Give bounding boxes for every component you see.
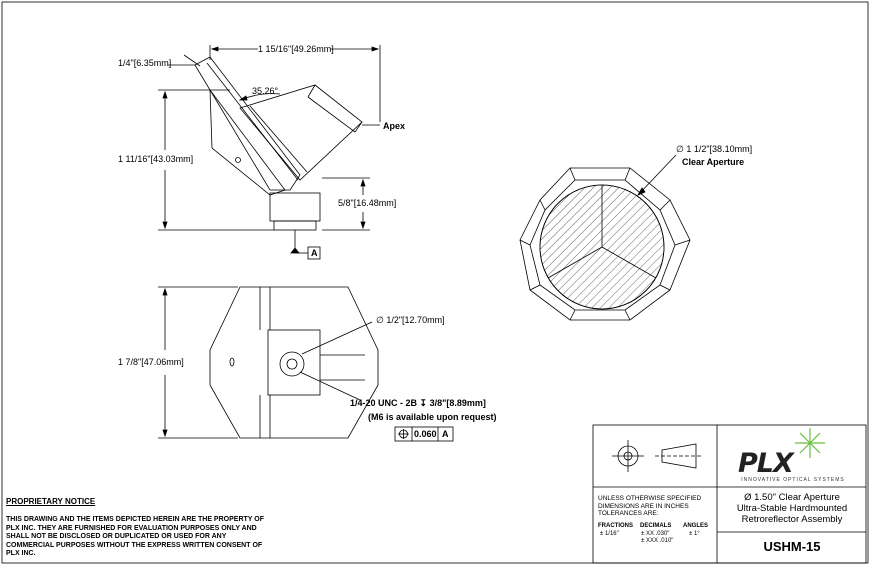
title-line-2: Ultra-Stable Hardmounted — [736, 503, 848, 514]
datum-a-label: A — [311, 248, 318, 258]
base-dim-label: 5/8"[16.48mm] — [338, 198, 397, 208]
fractions-value: ± 1/16" — [600, 531, 619, 537]
title-line-1: Ø 1.50" Clear Aperture — [744, 492, 840, 503]
spec-text: UNLESS OTHERWISE SPECIFIED DIMENSIONS AR… — [598, 495, 702, 517]
plx-logo: PLX — [738, 448, 794, 479]
side-slot — [229, 357, 235, 367]
front-outline — [209, 286, 379, 439]
height-dim-label: 1 11/16"[43.03mm] — [118, 154, 194, 164]
mount-face — [267, 329, 321, 396]
mount-base — [269, 192, 321, 222]
logo-subtitle: INNOVATIVE OPTICAL SYSTEMS — [741, 477, 845, 483]
retro-block — [239, 84, 363, 181]
thickness-dim-label: 1/4"[6.35mm] — [118, 58, 172, 68]
decimals-header: DECIMALS — [640, 523, 672, 529]
hole-dia-label: ∅ 1/2"[12.70mm] — [376, 315, 445, 325]
tolerance-value: 0.060 — [414, 429, 437, 439]
set-screw-hole — [235, 157, 241, 163]
title-block — [592, 424, 867, 564]
clear-aperture-label: Clear Aperture — [682, 157, 745, 167]
front-view — [158, 286, 454, 442]
hex-view — [519, 154, 691, 321]
front-height-dim-label: 1 7/8"[47.06mm] — [118, 357, 184, 367]
thread-note-label: (M6 is available upon request) — [368, 412, 497, 422]
fractions-header: FRACTIONS — [598, 523, 633, 529]
angled-plate — [194, 56, 301, 191]
notice-title: PROPRIETARY NOTICE — [6, 497, 96, 506]
title-line-3: Retroreflector Assembly — [741, 514, 843, 525]
drawing-title: Ø 1.50" Clear Aperture Ultra-Stable Hard… — [722, 492, 862, 525]
angle-label: 35.26° — [252, 86, 279, 96]
notice-body: THIS DRAWING AND THE ITEMS DEPICTED HERE… — [6, 516, 264, 557]
logo-star-icon — [795, 428, 825, 458]
angled-view — [158, 45, 381, 260]
part-number: USHM-15 — [763, 539, 821, 554]
angles-header: ANGLES — [683, 523, 709, 529]
width-dim-label: 1 15/16"[49.26mm] — [258, 44, 334, 54]
mount-foot — [273, 220, 317, 231]
tolerance-datum: A — [442, 429, 449, 439]
aperture-dia-label: ∅ 1 1/2"[38.10mm] — [676, 144, 753, 154]
apex-label: Apex — [383, 121, 406, 131]
decimals-value-1: ± XX .030" — [641, 531, 670, 537]
mount-hole — [279, 351, 305, 377]
decimals-value-2: ± XXX .010" — [641, 538, 674, 544]
thread-spec-label: 1/4-20 UNC - 2B ↧ 3/8"[8.89mm] — [350, 398, 486, 408]
angles-value: ± 1° — [689, 531, 700, 537]
